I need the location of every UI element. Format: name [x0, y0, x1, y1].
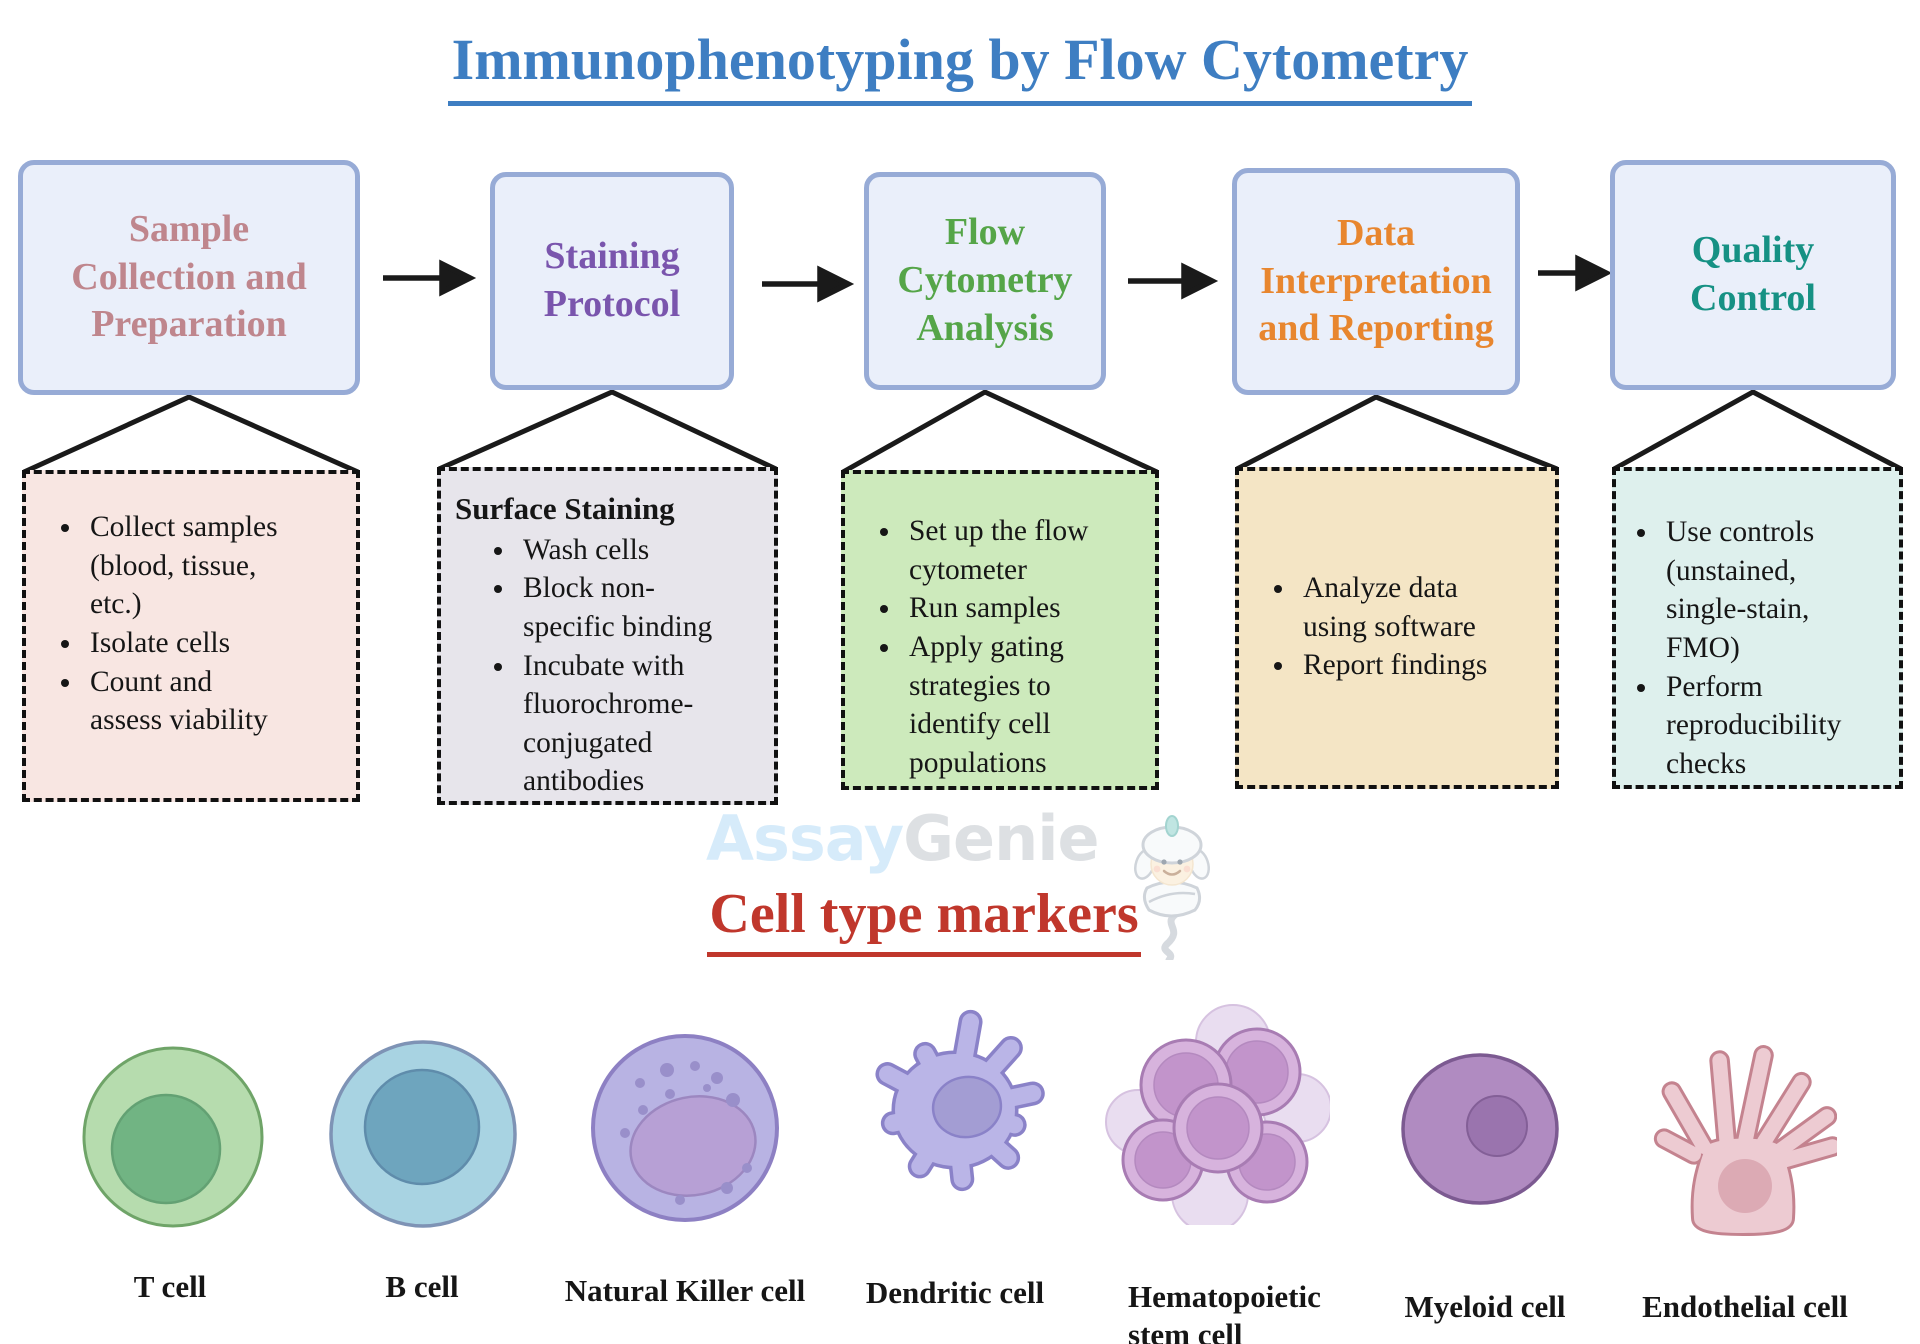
callout-connector — [841, 389, 1159, 475]
page-title-wrap: Immunophenotyping by Flow Cytometry — [0, 26, 1920, 106]
step-box-sample-collection: Sample Collection and Preparation — [18, 160, 360, 395]
cell-label-myeloid-cell: Myeloid cell — [1404, 1289, 1566, 1324]
cell-label-dendritic-cell: Dendritic cell — [865, 1275, 1045, 1310]
bullet-item: Use controls (unstained, single-stain, F… — [1660, 513, 1883, 668]
brand-assay: Assay — [706, 802, 904, 875]
detail-box-staining-protocol: Surface Staining Wash cells Block non-sp… — [437, 467, 778, 805]
step-label: Sample Collection and Preparation — [71, 207, 307, 346]
arrow-right-icon — [383, 259, 477, 297]
hematopoietic-stem-cell-illustration — [1105, 1004, 1330, 1225]
detail-box-quality-control: Use controls (unstained, single-stain, F… — [1612, 467, 1903, 789]
step-label: Quality Control — [1690, 229, 1816, 319]
bullet-item: Run samples — [903, 589, 1127, 628]
cell-label-t-cell: T cell — [133, 1269, 207, 1304]
bullet-item: Report findings — [1297, 646, 1521, 685]
step-box-data-interpretation: Data Interpretation and Reporting — [1232, 168, 1520, 395]
b-cell-illustration — [329, 1040, 517, 1228]
natural-killer-cell-illustration — [591, 1034, 779, 1222]
cell-label-endothelial-cell: Endothelial cell — [1642, 1289, 1848, 1324]
cell-type-markers-title: Cell type markers — [707, 882, 1141, 957]
bullet-item: Perform reproducibility checks — [1660, 668, 1883, 784]
callout-connector — [22, 394, 360, 475]
cell-label-natural-killer-cell: Natural Killer cell — [564, 1273, 806, 1308]
detail-box-data-interpretation: Analyze data using software Report findi… — [1235, 467, 1559, 789]
bullet-item: Apply gating strategies to identify cell… — [903, 628, 1127, 783]
section-title-wrap: Cell type markers — [0, 882, 1848, 957]
brand-genie: Genie — [903, 802, 1099, 875]
watermark-assaygenie: AssayGenie — [706, 790, 1229, 960]
cell-label-hematopoietic-stem-cell: Hematopoietic stem cell — [1128, 1279, 1321, 1344]
callout-connector — [1235, 394, 1558, 472]
callout-connector — [437, 389, 778, 472]
myeloid-cell-illustration — [1401, 1053, 1559, 1205]
step-box-quality-control: Quality Control — [1610, 160, 1896, 390]
step-label: Staining Protocol — [543, 235, 681, 325]
t-cell-illustration — [82, 1046, 264, 1228]
cell-label-b-cell: B cell — [385, 1269, 459, 1304]
detail-box-sample-collection: Collect samples (blood, tissue, etc.) Is… — [22, 470, 360, 802]
bullet-item: Set up the flow cytometer — [903, 512, 1127, 589]
bullet-item: Wash cells — [517, 531, 743, 570]
arrow-right-icon — [1128, 262, 1219, 300]
step-label: Flow Cytometry Analysis — [897, 211, 1073, 349]
dendritic-cell-illustration — [875, 1009, 1045, 1192]
bullet-item: Collect samples (blood, tissue, etc.) — [84, 508, 281, 624]
detail-box-flow-cytometry-analysis: Set up the flow cytometer Run samples Ap… — [841, 470, 1159, 790]
page-title: Immunophenotyping by Flow Cytometry — [447, 26, 1473, 106]
bullet-item: Isolate cells — [84, 624, 281, 663]
arrow-right-icon — [1538, 254, 1613, 292]
bullet-item: Block non-specific binding — [517, 569, 743, 646]
arrow-right-icon — [762, 265, 855, 303]
step-box-flow-cytometry-analysis: Flow Cytometry Analysis — [864, 172, 1106, 390]
genie-mascot-icon — [1133, 815, 1210, 960]
step-label: Data Interpretation and Reporting — [1258, 211, 1494, 350]
bullet-item: Incubate with fluorochrome-conjugated an… — [517, 647, 743, 802]
step-box-staining-protocol: Staining Protocol — [490, 172, 734, 390]
bullet-item: Count and assess viability — [84, 663, 281, 740]
endothelial-cell-illustration — [1653, 1045, 1837, 1236]
bullet-item: Analyze data using software — [1297, 569, 1521, 646]
callout-connector — [1612, 389, 1903, 472]
detail-heading: Surface Staining — [455, 491, 675, 526]
